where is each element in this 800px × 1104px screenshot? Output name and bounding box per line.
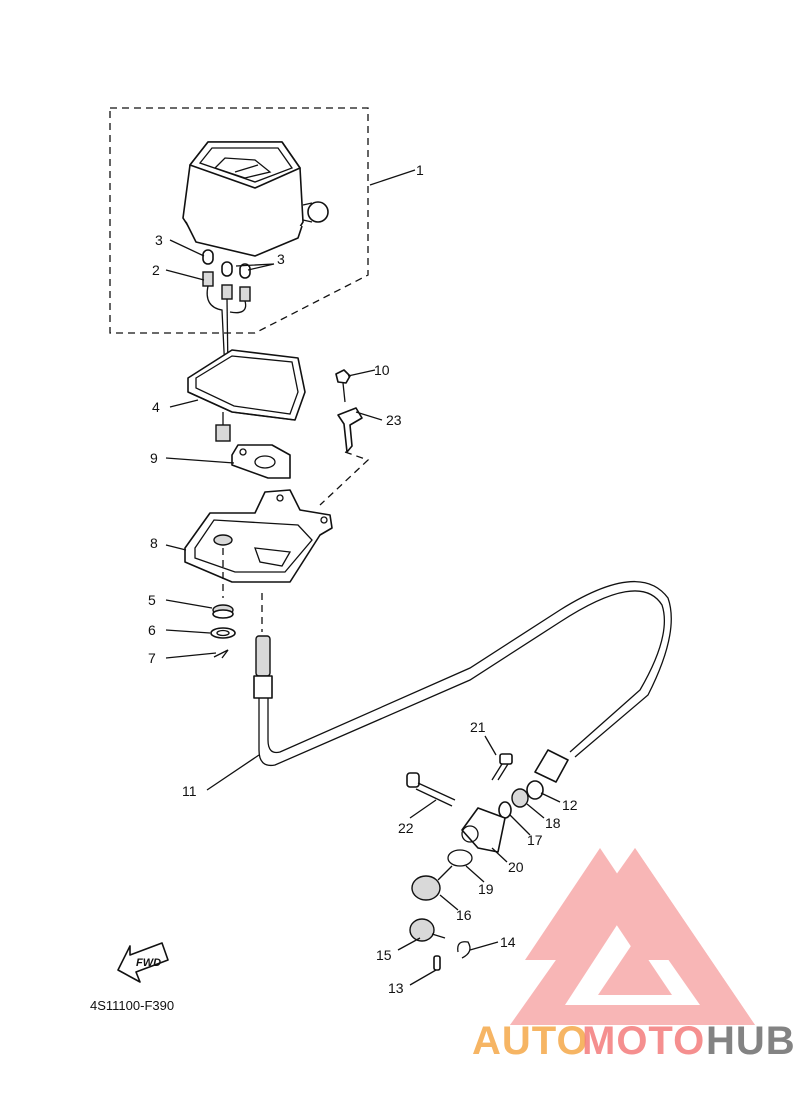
meter-assembly: [182, 141, 329, 257]
gear-housing-parts: [447, 780, 544, 867]
meter-lower-case: [187, 349, 306, 442]
callout-2: 2: [152, 262, 160, 278]
fwd-label: FWD: [136, 957, 161, 969]
callout-23: 23: [386, 412, 402, 428]
callout-6: 6: [148, 622, 156, 638]
callout-22: 22: [398, 820, 414, 836]
bulb-sockets: [202, 249, 251, 373]
assembly-dashed-box: [109, 107, 369, 334]
watermark-logo-icon: [510, 848, 755, 1025]
callout-1: 1: [416, 162, 424, 178]
callout-5: 5: [148, 592, 156, 608]
callout-7: 7: [148, 650, 156, 666]
callout-17: 17: [527, 832, 543, 848]
callout-16: 16: [456, 907, 472, 923]
diagram-code: 4S11100-F390: [90, 998, 174, 1013]
callout-11: 11: [182, 783, 197, 799]
callout-9: 9: [150, 450, 158, 466]
callout-13: 13: [388, 980, 404, 996]
callout-8: 8: [150, 535, 158, 551]
callout-19: 19: [478, 881, 494, 897]
callout-12: 12: [562, 797, 578, 813]
callout-3-lower: 3: [277, 251, 285, 267]
grommet-washer-clip: [210, 604, 236, 659]
watermark-hub: HUB: [706, 1019, 796, 1063]
alignment-lines: [222, 451, 370, 632]
plate-gasket: [231, 444, 291, 479]
callout-15: 15: [376, 947, 392, 963]
fwd-arrow-icon: FWD: [117, 942, 169, 983]
long-bolt: [406, 772, 456, 807]
watermark-moto: MOTO: [582, 1019, 705, 1063]
callout-14: 14: [500, 934, 516, 950]
leader-lines: [165, 169, 561, 986]
speedometer-cable: [253, 580, 672, 783]
screw: [491, 753, 513, 781]
bolt-and-stay: [335, 369, 363, 453]
drive-gears: [409, 865, 471, 971]
callout-10: 10: [374, 362, 390, 378]
watermark-text: AUTO MOTO HUB: [472, 1019, 796, 1063]
callout-4: 4: [152, 399, 160, 415]
meter-bracket: [184, 489, 333, 583]
callout-20: 20: [508, 859, 524, 875]
callout-3-upper: 3: [155, 232, 163, 248]
watermark-auto: AUTO: [472, 1019, 589, 1063]
callout-21: 21: [470, 719, 486, 735]
callout-18: 18: [545, 815, 561, 831]
